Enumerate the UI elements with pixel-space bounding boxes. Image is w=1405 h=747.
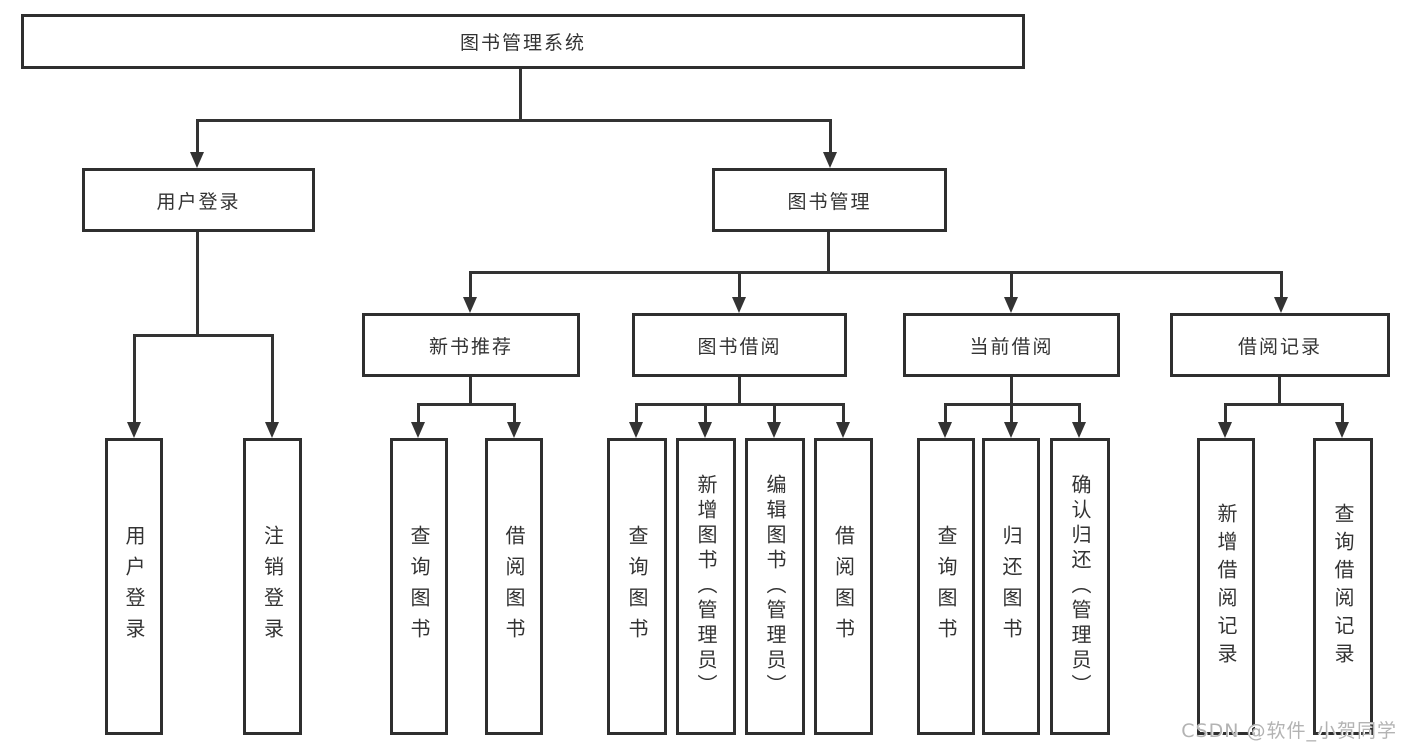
leaf-bb-add-books-admin-label: 新增图书（管理员）	[694, 474, 718, 699]
leaf-br-query-record-label: 查询借阅记录	[1331, 502, 1355, 671]
arrowhead-cb-confirm	[1072, 422, 1086, 438]
connector-arrow-shaft-borrow	[738, 271, 741, 299]
arrowhead-cb-query	[938, 422, 952, 438]
leaf-bb-borrow-books: 借阅图书	[814, 438, 873, 735]
arrowhead-nb-borrow	[507, 422, 521, 438]
arrowhead-leaf-login	[127, 422, 141, 438]
node-book-management: 图书管理	[712, 168, 947, 232]
leaf-nb-query-books: 查询图书	[390, 438, 448, 735]
connector-level3-bus	[469, 271, 1283, 274]
connector-arrow-shaft-current	[1010, 271, 1013, 299]
leaf-bb-edit-books-admin: 编辑图书（管理员）	[745, 438, 805, 735]
connector-arrow-shaft-records	[1280, 271, 1283, 299]
leaf-bb-add-books-admin: 新增图书（管理员）	[676, 438, 736, 735]
leaf-cb-query-books-label: 查询图书	[934, 524, 958, 649]
connector-borrow-bus	[635, 403, 845, 406]
connector-arrow-shaft-leaf-login	[133, 334, 136, 424]
arrowhead-cb-return	[1004, 422, 1018, 438]
leaf-logout-label: 注销登录	[260, 524, 285, 649]
arrowhead-leaf-logout	[265, 422, 279, 438]
arrowhead-br-query	[1335, 422, 1349, 438]
connector-arrow-shaft-nb-query	[417, 403, 420, 424]
leaf-bb-borrow-books-label: 借阅图书	[831, 524, 856, 649]
csdn-watermark: CSDN @软件_小贺同学	[1181, 720, 1397, 742]
connector-arrow-shaft-br-query	[1341, 403, 1344, 424]
leaf-cb-confirm-return-admin-label: 确认归还（管理员）	[1068, 474, 1092, 699]
connector-arrow-shaft-cb-confirm	[1078, 403, 1081, 424]
connector-arrow-shaft-br-add	[1224, 403, 1227, 424]
connector-arrow-shaft-new-book	[469, 271, 472, 299]
connector-arrow-shaft-bb-edit	[773, 403, 776, 424]
connector-new-book-bus	[417, 403, 516, 406]
connector-level2-bus	[196, 119, 832, 122]
arrowhead-bb-add	[698, 422, 712, 438]
node-root-library-system: 图书管理系统	[21, 14, 1025, 69]
leaf-user-login-label: 用户登录	[122, 524, 146, 649]
node-new-book-recommend: 新书推荐	[362, 313, 580, 377]
node-borrow-records: 借阅记录	[1170, 313, 1390, 377]
connector-user-login-bus	[133, 334, 274, 337]
node-user-login: 用户登录	[82, 168, 315, 232]
arrowhead-bb-query	[629, 422, 643, 438]
node-book-management-label: 图书管理	[787, 190, 872, 213]
arrowhead-nb-query	[411, 422, 425, 438]
leaf-user-login: 用户登录	[105, 438, 163, 735]
arrowhead-bb-borrow	[836, 422, 850, 438]
leaf-cb-return-books: 归还图书	[982, 438, 1040, 735]
arrowhead-user-login	[190, 152, 204, 168]
connector-arrow-shaft-nb-borrow	[513, 403, 516, 424]
node-new-book-recommend-label: 新书推荐	[428, 335, 513, 358]
connector-arrow-shaft-cb-return	[1010, 403, 1013, 424]
node-current-borrow-label: 当前借阅	[969, 335, 1054, 358]
node-book-borrow-label: 图书借阅	[697, 335, 782, 358]
leaf-bb-query-books-label: 查询图书	[625, 524, 649, 649]
arrowhead-borrow	[732, 297, 746, 313]
arrowhead-br-add	[1218, 422, 1232, 438]
leaf-bb-query-books: 查询图书	[607, 438, 667, 735]
connector-arrow-shaft-book-mgmt	[829, 119, 832, 154]
leaf-br-add-record-label: 新增借阅记录	[1214, 502, 1238, 671]
connector-arrow-shaft-bb-query	[635, 403, 638, 424]
arrowhead-new-book	[463, 297, 477, 313]
arrowhead-records	[1274, 297, 1288, 313]
leaf-nb-borrow-books-label: 借阅图书	[502, 524, 526, 649]
node-user-login-label: 用户登录	[156, 190, 241, 213]
connector-borrow-stem	[738, 377, 741, 406]
connector-book-mgmt-stem	[827, 232, 830, 274]
connector-new-book-stem	[469, 377, 472, 406]
connector-user-login-stem	[196, 232, 199, 337]
leaf-cb-query-books: 查询图书	[917, 438, 975, 735]
leaf-cb-confirm-return-admin: 确认归还（管理员）	[1050, 438, 1110, 735]
leaf-nb-borrow-books: 借阅图书	[485, 438, 543, 735]
connector-arrow-shaft-user-login	[196, 119, 199, 154]
arrowhead-book-mgmt	[823, 152, 837, 168]
connector-records-bus	[1224, 403, 1344, 406]
connector-records-stem	[1278, 377, 1281, 406]
leaf-br-query-record: 查询借阅记录	[1313, 438, 1373, 735]
node-borrow-records-label: 借阅记录	[1237, 335, 1322, 358]
connector-arrow-shaft-bb-borrow	[842, 403, 845, 424]
connector-arrow-shaft-cb-query	[944, 403, 947, 424]
leaf-bb-edit-books-admin-label: 编辑图书（管理员）	[763, 474, 787, 699]
connector-arrow-shaft-leaf-logout	[271, 334, 274, 424]
connector-current-stem	[1010, 377, 1013, 406]
leaf-cb-return-books-label: 归还图书	[999, 524, 1023, 649]
node-root-label: 图书管理系统	[459, 32, 586, 54]
connector-root-stem	[519, 69, 522, 120]
leaf-br-add-record: 新增借阅记录	[1197, 438, 1255, 735]
arrowhead-bb-edit	[767, 422, 781, 438]
connector-arrow-shaft-bb-add	[704, 403, 707, 424]
node-book-borrow: 图书借阅	[632, 313, 847, 377]
leaf-nb-query-books-label: 查询图书	[407, 524, 431, 649]
arrowhead-current	[1004, 297, 1018, 313]
leaf-logout: 注销登录	[243, 438, 302, 735]
node-current-borrow: 当前借阅	[903, 313, 1120, 377]
